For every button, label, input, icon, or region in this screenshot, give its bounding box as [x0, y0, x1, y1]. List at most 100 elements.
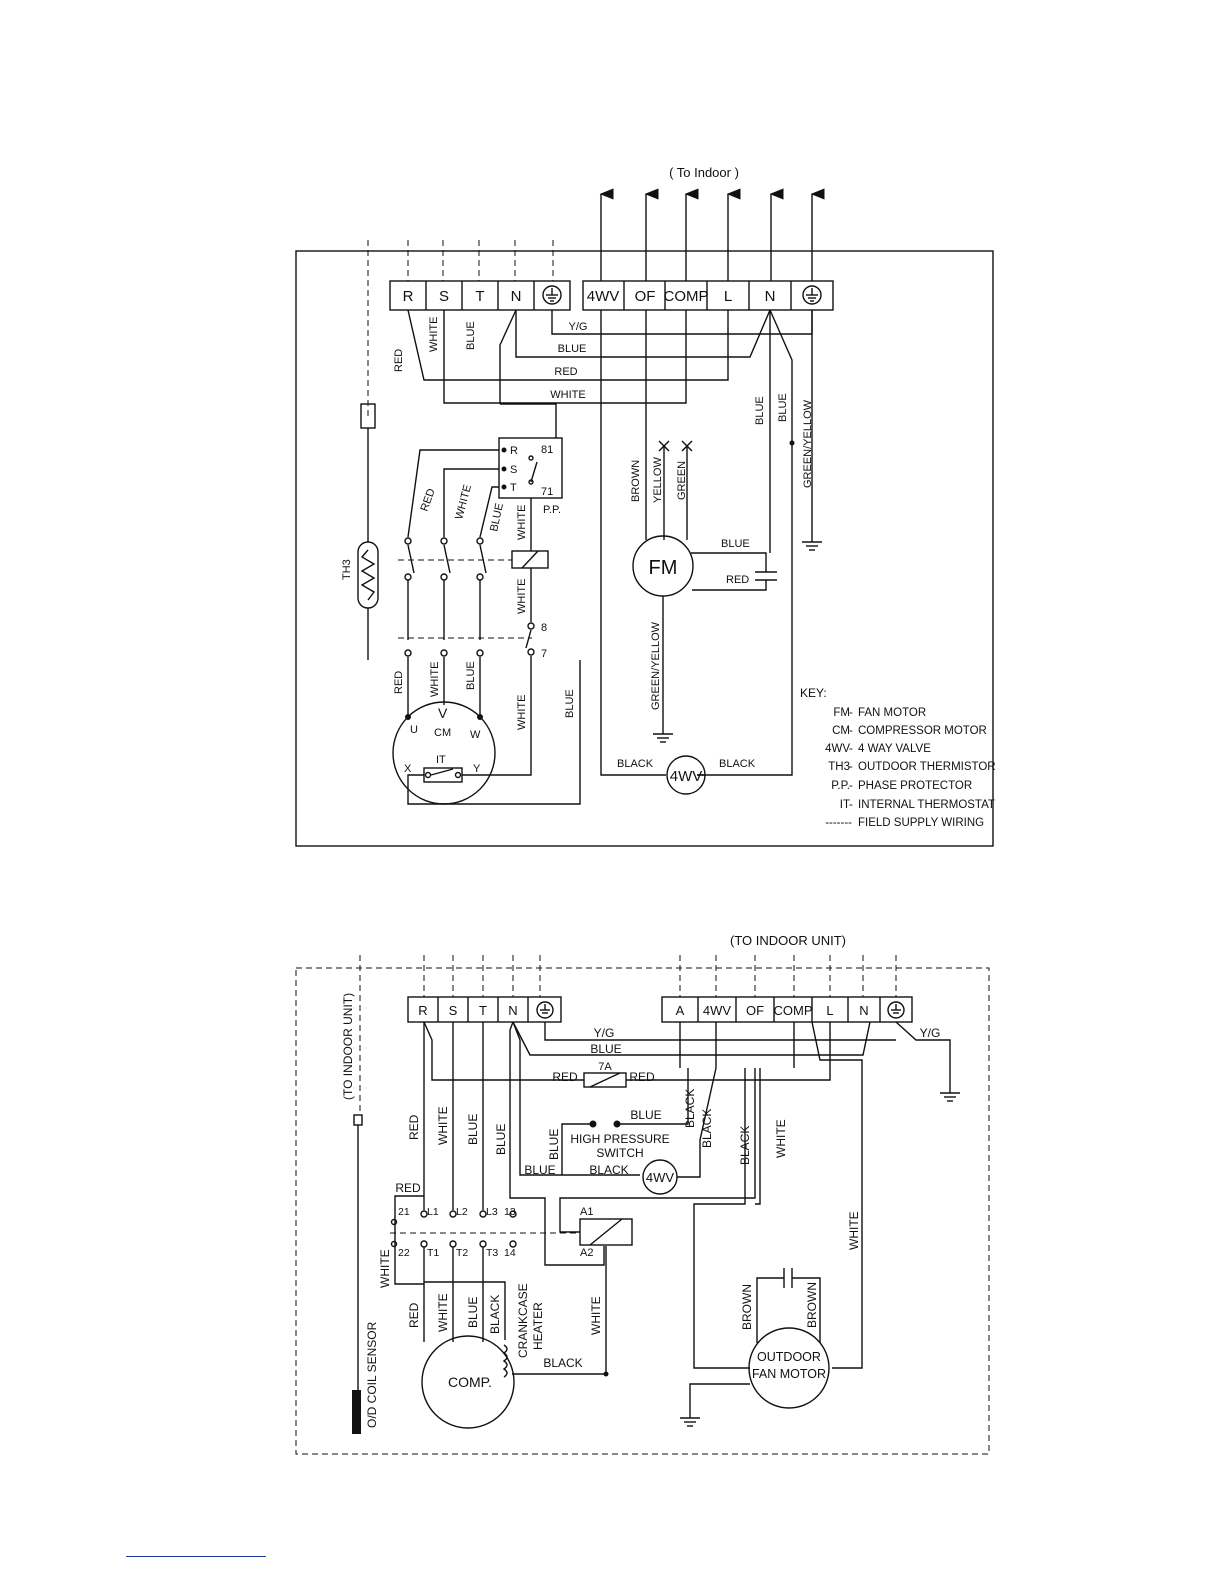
- key-code-it: IT: [840, 799, 850, 811]
- fan-brown-2: BROWN: [805, 1282, 819, 1328]
- cp-red: RED: [407, 1302, 421, 1328]
- field-supply-lines: [367, 240, 554, 420]
- wire-label-white-v: WHITE: [428, 317, 440, 352]
- compressor-2: COMP. CRANKCASE HEATER BLACK WHITE: [421, 1246, 609, 1429]
- ct-t2: T2: [456, 1247, 468, 1259]
- fourwv-label: 4WV: [670, 768, 703, 785]
- terminal-block-right-2: A 4WV OF COMP L N: [661, 996, 913, 1023]
- ct-21: 21: [398, 1206, 410, 1218]
- terminal-of-2: OF: [746, 1003, 764, 1018]
- wire-label-red: RED: [554, 366, 577, 378]
- hps-label-1: HIGH PRESSURE: [570, 1132, 669, 1146]
- terminal-block-left: R S T N: [389, 280, 571, 311]
- footer-rule: [126, 1556, 266, 1557]
- cm-wire-white: WHITE: [429, 662, 441, 697]
- outdoor-thermistor: TH3: [341, 403, 379, 660]
- coil-wire-white: WHITE: [516, 505, 528, 540]
- key-desc-pp: PHASE PROTECTOR: [858, 780, 972, 792]
- pp-r-label: R: [510, 445, 518, 457]
- pp-wire-blue: BLUE: [488, 502, 506, 533]
- cp-blue: BLUE: [466, 1297, 480, 1328]
- cc-white: WHITE: [589, 1296, 603, 1335]
- key-sep: -: [849, 780, 853, 792]
- it-y-label: Y: [473, 763, 481, 775]
- hps-blue-2: BLUE: [524, 1163, 555, 1177]
- key-sep: -: [849, 799, 853, 811]
- coil-wire-white-2: WHITE: [516, 579, 528, 614]
- four-way-valve: 4WV BLACK BLACK: [600, 310, 756, 795]
- cp-black: BLACK: [488, 1295, 502, 1334]
- it-wire-blue: BLUE: [564, 689, 576, 718]
- phase-protector: R S T 81 71 P.P. RED WHITE BLUE: [407, 403, 563, 538]
- terminal-n: N: [511, 288, 522, 305]
- terminal-comp: COMP: [664, 288, 709, 305]
- w2-blue-v: BLUE: [466, 1114, 480, 1145]
- key-code-pp: P.P.: [831, 780, 850, 792]
- cp-white: WHITE: [436, 1293, 450, 1332]
- fourwv-label-2: 4WV: [646, 1170, 675, 1185]
- pp-wire-white: WHITE: [453, 483, 474, 520]
- cm-wire-blue: BLUE: [465, 661, 477, 690]
- terminal-block-right: 4WV OF COMP L N: [582, 280, 834, 311]
- ct-white: WHITE: [378, 1249, 392, 1288]
- wire-label-blue: BLUE: [558, 343, 587, 355]
- terminal-s: S: [439, 288, 449, 305]
- pp-81-label: 81: [541, 444, 553, 456]
- to-indoor-label: ( To Indoor ): [669, 165, 739, 180]
- key-code-th3: TH3: [828, 761, 850, 773]
- cm-wire-red: RED: [393, 671, 405, 694]
- terminal-s-2: S: [449, 1003, 458, 1018]
- terminal-t-2: T: [479, 1003, 487, 1018]
- cc-black: BLACK: [543, 1356, 582, 1370]
- 4wv-wire-black-1: BLACK: [617, 758, 654, 770]
- fan-label-1: OUTDOOR: [757, 1350, 821, 1364]
- crankcase-label-2: HEATER: [531, 1302, 545, 1350]
- cm-label: CM: [434, 727, 451, 739]
- w2-white-v: WHITE: [436, 1106, 450, 1145]
- terminal-n-right-2: N: [859, 1003, 868, 1018]
- compressor-motor: RED WHITE BLUE U V W CM IT X Y WHITE BLU…: [392, 656, 581, 805]
- n-wire-blue-1: BLUE: [754, 396, 766, 425]
- fm-cap-red: RED: [726, 574, 749, 586]
- terminal-block-left-2: R S T N: [407, 996, 562, 1023]
- cm-u-label: U: [410, 724, 418, 736]
- cm-w-label: W: [470, 729, 481, 741]
- key-title: KEY:: [800, 686, 827, 700]
- ct-t3: T3: [486, 1247, 498, 1259]
- ground-icon: [542, 285, 562, 305]
- 4wv-black-1: BLACK: [683, 1089, 697, 1128]
- w2-red-v: RED: [407, 1114, 421, 1140]
- wire-label-white: WHITE: [550, 389, 585, 401]
- fan-white: WHITE: [774, 1119, 788, 1158]
- outdoor-fan-motor: BLACK WHITE WHITE OUTDOOR FAN MOTOR BROW…: [680, 1021, 863, 1427]
- ct-t1: T1: [427, 1247, 439, 1259]
- wire-label-blue-v: BLUE: [465, 321, 477, 350]
- fm-wire-green: GREEN: [676, 461, 688, 500]
- ct-22: 22: [398, 1247, 410, 1259]
- w2-red-2: RED: [629, 1070, 655, 1084]
- terminal-a-2: A: [676, 1003, 685, 1018]
- key-sep: -: [849, 761, 853, 773]
- ct-red: RED: [395, 1181, 421, 1195]
- fan-black: BLACK: [738, 1126, 752, 1165]
- fm-label: FM: [649, 557, 678, 579]
- coil-a1: A1: [580, 1206, 593, 1218]
- interconnect-wires-2: Y/G BLUE 7A RED RED Y/G: [423, 1021, 960, 1102]
- pp-71-label: 71: [541, 486, 553, 498]
- terminal-l-2: L: [826, 1003, 833, 1018]
- terminal-4wv: 4WV: [587, 288, 620, 305]
- diagram-2: (TO INDOOR UNIT) (TO INDOOR UNIT): [295, 933, 990, 1455]
- th3-label: TH3: [341, 559, 353, 580]
- terminal-t: T: [475, 288, 484, 305]
- hps-blue: BLUE: [630, 1108, 661, 1122]
- key-desc-fm: FAN MOTOR: [858, 707, 926, 719]
- 4wv-black-2: BLACK: [700, 1109, 714, 1148]
- ct-l1: L1: [427, 1206, 439, 1218]
- terminal-r-2: R: [418, 1003, 427, 1018]
- key-desc-field: FIELD SUPPLY WIRING: [858, 817, 984, 829]
- key-legend: KEY: FM CM 4WV TH3 P.P. IT ------- - - -…: [800, 686, 996, 829]
- fm-cap-blue: BLUE: [721, 538, 750, 550]
- it-wire-white: WHITE: [516, 695, 528, 730]
- key-sep: -: [849, 725, 853, 737]
